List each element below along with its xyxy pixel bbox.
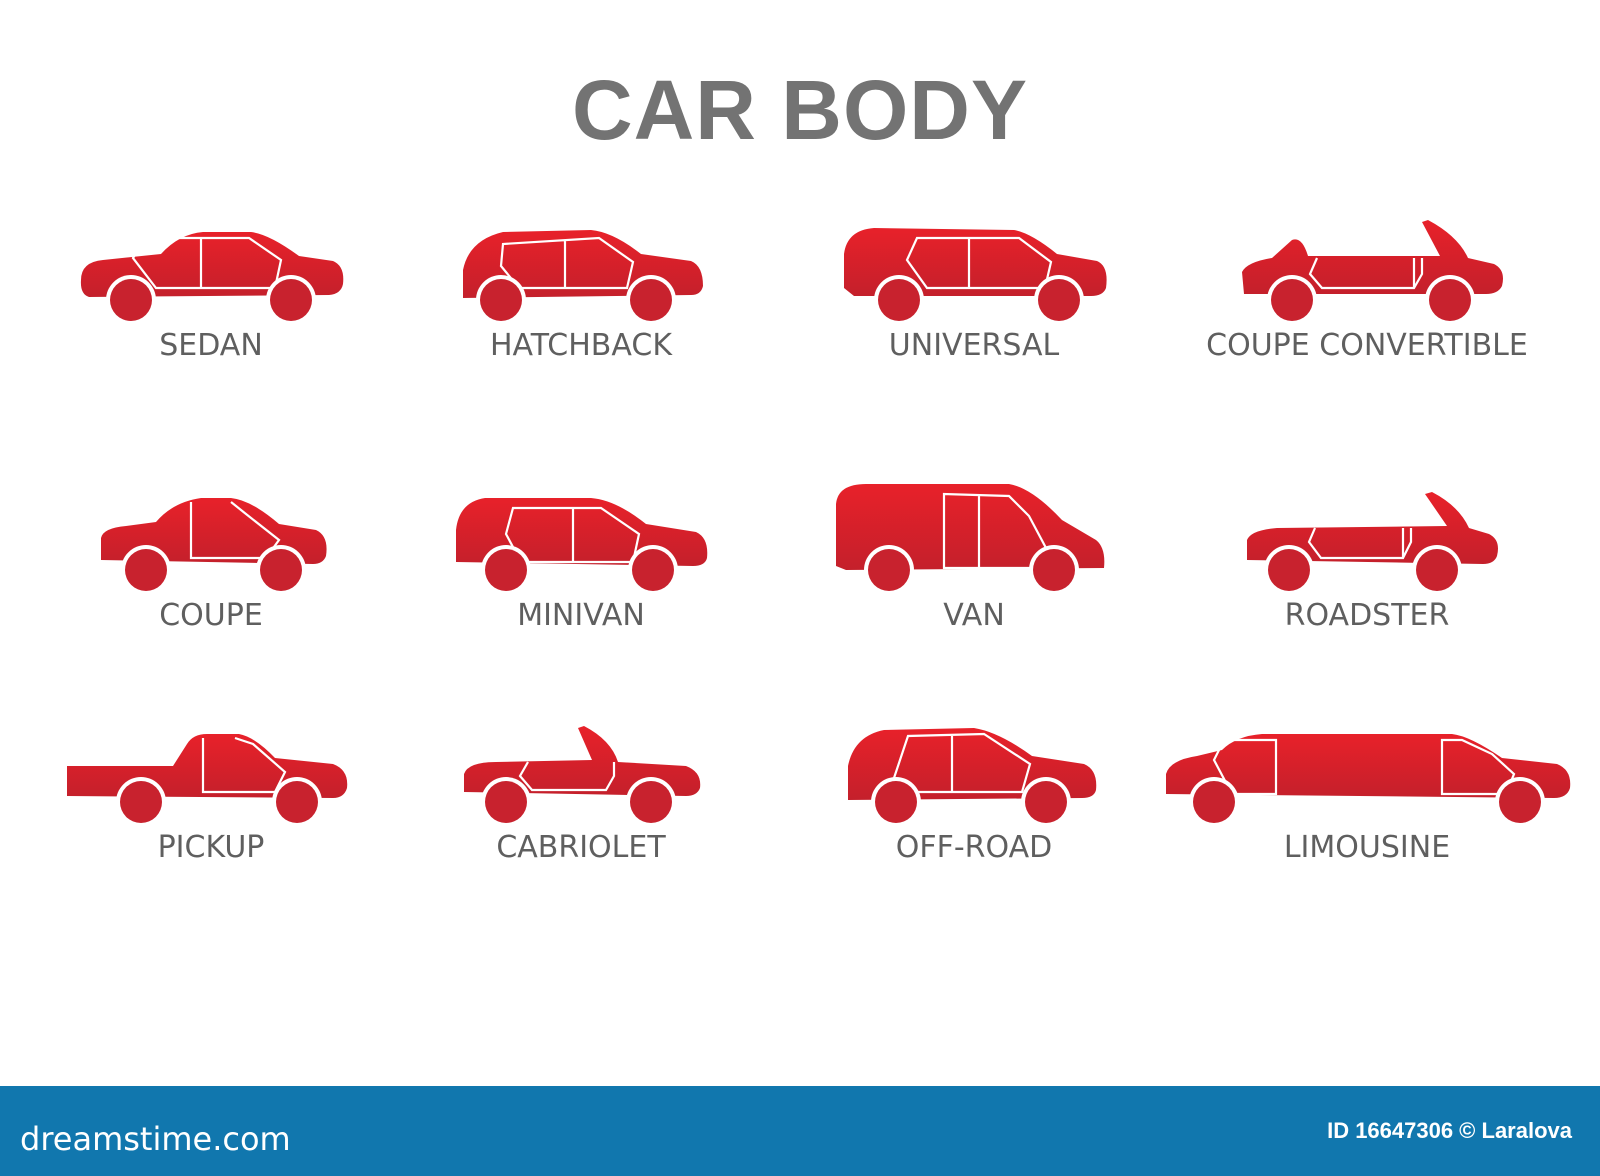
wheel-icon [875, 781, 917, 823]
image-credit: ID 16647306 © Laralova [1327, 1118, 1572, 1143]
car-body-label: VAN [943, 598, 1005, 633]
window-outline [1308, 257, 1424, 290]
wheel-icon [1033, 549, 1075, 591]
wheel-icon [485, 781, 527, 823]
minivan-car-icon [456, 498, 708, 595]
car-body-label: MINIVAN [517, 598, 645, 633]
wheel-icon [1429, 279, 1471, 321]
hatchback-car-icon [463, 230, 703, 325]
car-body-label: UNIVERSAL [888, 328, 1060, 363]
van-car-icon [836, 484, 1105, 595]
page-title: CAR BODY [571, 63, 1028, 157]
car-body-item-van: VAN [754, 478, 1194, 678]
car-body-shape [836, 484, 1105, 570]
car-body-item-limousine: LIMOUSINE [1147, 710, 1587, 910]
coupe-convertible-car-icon [1242, 220, 1503, 325]
car-body-item-sedan: SEDAN [0, 208, 431, 408]
car-body-label: COUPE CONVERTIBLE [1206, 328, 1528, 363]
car-body-label: ROADSTER [1284, 598, 1450, 633]
car-body-label: SEDAN [159, 328, 263, 363]
car-body-item-hatchback: HATCHBACK [361, 208, 801, 408]
cabriolet-car-icon [464, 726, 701, 827]
car-body-label: CABRIOLET [496, 830, 666, 865]
wheel-icon [260, 549, 302, 591]
coupe-car-icon [101, 498, 327, 595]
wheel-icon [485, 549, 527, 591]
car-body-item-cabriolet: CABRIOLET [361, 710, 801, 910]
wheel-icon [868, 549, 910, 591]
wheel-icon [1416, 549, 1458, 591]
wheel-icon [480, 279, 522, 321]
car-body-item-universal: UNIVERSAL [754, 208, 1194, 408]
wheel-icon [1025, 781, 1067, 823]
car-body-item-coupe: COUPE [0, 478, 431, 678]
wheel-icon [1499, 781, 1541, 823]
car-body-item-roadster: ROADSTER [1147, 478, 1587, 678]
limousine-car-icon [1166, 734, 1571, 827]
wheel-icon [110, 279, 152, 321]
car-body-label: HATCHBACK [489, 328, 673, 363]
window-outline [201, 736, 287, 794]
car-body-item-minivan: MINIVAN [361, 478, 801, 678]
car-body-shape [1166, 734, 1571, 798]
car-body-item-coupe-convertible: COUPE CONVERTIBLE [1147, 208, 1587, 408]
universal-car-icon [844, 228, 1107, 325]
wheel-icon [1271, 279, 1313, 321]
wheel-icon [1038, 279, 1080, 321]
wheel-icon [125, 549, 167, 591]
car-body-label: COUPE [159, 598, 263, 633]
sedan-car-icon [80, 232, 344, 325]
dreamstime-logo[interactable]: dreamstime.com [20, 1120, 291, 1158]
wheel-icon [120, 781, 162, 823]
pickup-car-icon [67, 734, 348, 827]
wheel-icon [630, 781, 672, 823]
wheel-icon [1268, 549, 1310, 591]
wheel-icon [630, 279, 672, 321]
window-outline [1307, 527, 1413, 560]
window-outline [905, 236, 1053, 290]
off-road-car-icon [848, 728, 1097, 827]
car-body-label: LIMOUSINE [1283, 830, 1451, 865]
wheel-icon [878, 279, 920, 321]
window-outline [131, 236, 283, 290]
window-outline [518, 761, 616, 792]
car-body-item-off-road: OFF-ROAD [754, 710, 1194, 910]
car-body-item-pickup: PICKUP [0, 710, 431, 910]
wheel-icon [276, 781, 318, 823]
wheel-icon [632, 549, 674, 591]
wheel-icon [270, 279, 312, 321]
car-body-label: OFF-ROAD [895, 830, 1053, 865]
wheel-icon [1193, 781, 1235, 823]
footer-bar: dreamstime.com ID 16647306 © Laralova [0, 1086, 1600, 1176]
car-body-label: PICKUP [157, 830, 265, 865]
roadster-car-icon [1247, 492, 1498, 595]
car-body-shape [1242, 220, 1503, 294]
